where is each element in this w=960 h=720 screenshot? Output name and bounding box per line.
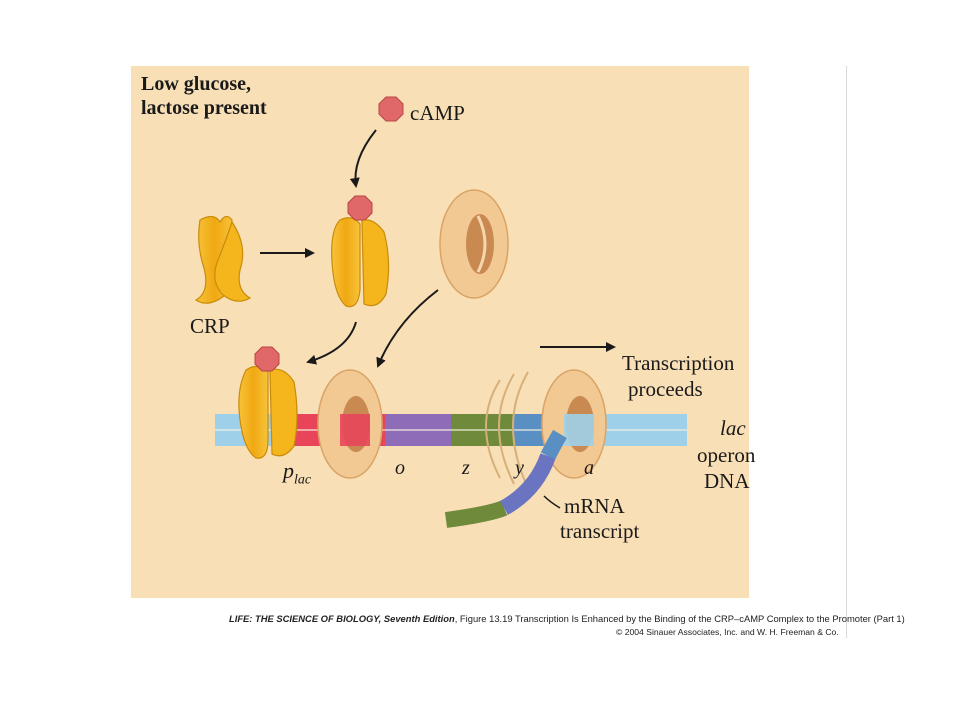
figure-caption: LIFE: THE SCIENCE OF BIOLOGY, Seventh Ed… bbox=[229, 613, 905, 624]
crp-camp-complex bbox=[331, 195, 390, 308]
slide-divider bbox=[846, 66, 847, 638]
mrna-label-leader bbox=[543, 495, 561, 509]
figure-panel bbox=[131, 66, 749, 598]
crp-label: CRP bbox=[190, 314, 230, 338]
transcription-label: Transcription proceeds bbox=[622, 351, 735, 401]
gene-label-a: a bbox=[584, 457, 594, 479]
crp-free bbox=[194, 215, 252, 304]
mrna-label: mRNA transcript bbox=[560, 494, 640, 543]
dna-label: DNA bbox=[704, 469, 750, 493]
rna-polymerase-free bbox=[439, 189, 509, 299]
lac-label: lac bbox=[720, 416, 746, 440]
copyright-notice: © 2004 Sinauer Associates, Inc. and W. H… bbox=[616, 627, 839, 637]
crp-camp-bound bbox=[238, 346, 298, 459]
gene-label-o: o bbox=[395, 457, 405, 479]
arrow-camp-binding bbox=[349, 129, 377, 188]
operon-label: operon bbox=[697, 443, 756, 467]
camp-molecule-free bbox=[378, 96, 404, 122]
condition-heading: Low glucose, lactose present bbox=[141, 73, 267, 119]
arrow-polymerase-to-dna bbox=[376, 289, 439, 368]
rna-polymerase-transcribing bbox=[541, 369, 607, 479]
promoter-label: plac bbox=[283, 458, 312, 488]
arrow-crp-to-dna bbox=[306, 321, 357, 365]
polymerase-motion-lines bbox=[485, 371, 529, 489]
gene-label-z: z bbox=[462, 457, 470, 479]
camp-label: cAMP bbox=[410, 101, 465, 125]
gene-label-y: y bbox=[515, 457, 524, 479]
mrna-transcript bbox=[444, 429, 567, 528]
rna-polymerase-bound-promoter bbox=[317, 369, 383, 479]
